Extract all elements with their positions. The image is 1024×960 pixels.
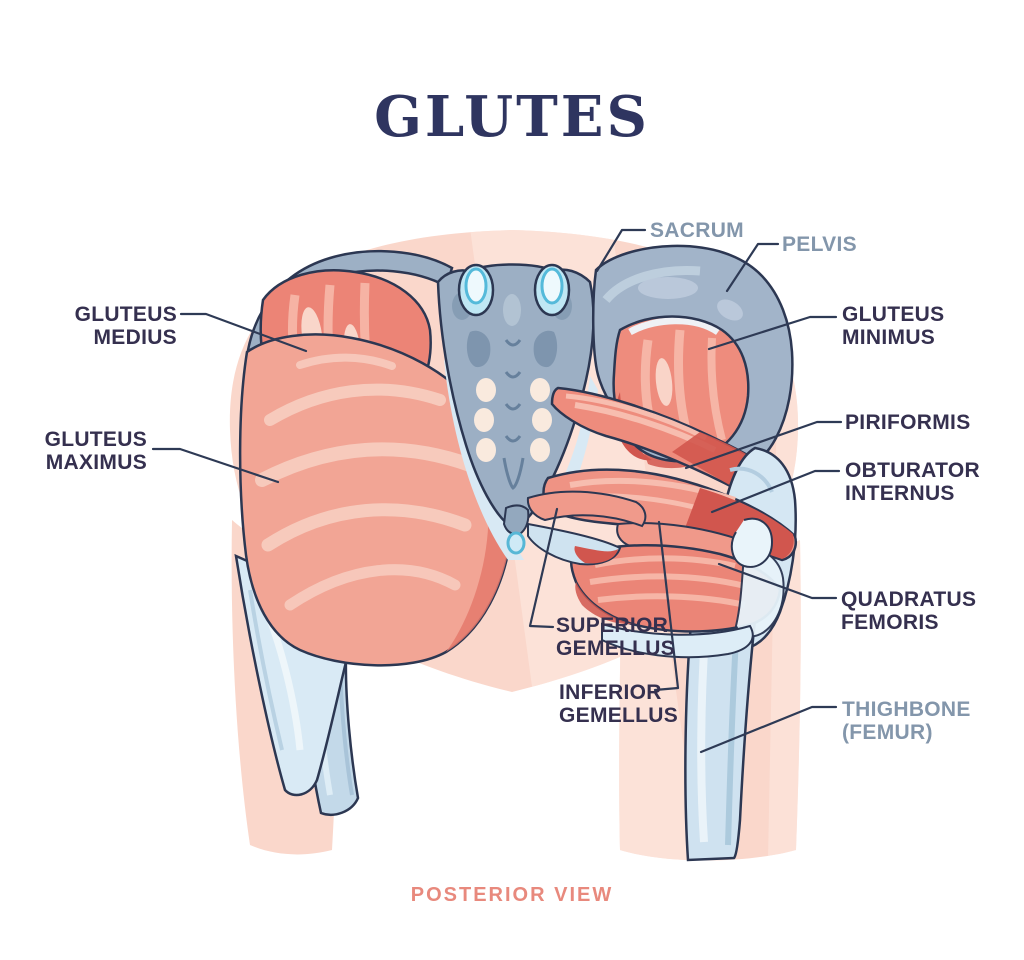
label-gluteus-minimus: GLUTEUS MINIMUS <box>842 303 944 349</box>
posterior-view-caption: POSTERIOR VIEW <box>410 884 614 906</box>
label-pelvis-line1: PELVIS <box>782 233 857 256</box>
label-piriformis: PIRIFORMIS <box>845 411 971 434</box>
label-thighbone-femur-line2: (FEMUR) <box>842 721 933 744</box>
label-sacrum-line1: SACRUM <box>650 219 744 242</box>
leader-obturator-internus <box>710 469 841 514</box>
label-superior-gemellus-line1: SUPERIOR <box>556 614 669 637</box>
label-gluteus-maximus-line2: MAXIMUS <box>45 451 147 474</box>
label-thighbone-femur: THIGHBONE (FEMUR) <box>842 698 971 744</box>
label-gluteus-minimus-line2: MINIMUS <box>842 326 936 349</box>
label-quadratus-femoris-line1: QUADRATUS <box>841 588 977 611</box>
leader-piriformis <box>684 420 843 470</box>
label-gluteus-medius-line2: MEDIUS <box>93 326 177 349</box>
label-gluteus-medius: GLUTEUS MEDIUS <box>55 303 177 349</box>
leader-gluteus-medius <box>179 312 308 353</box>
label-gluteus-medius-line1: GLUTEUS <box>74 303 177 326</box>
label-superior-gemellus-line2: GEMELLUS <box>556 637 676 660</box>
leader-gluteus-minimus <box>707 315 838 351</box>
label-gluteus-maximus-line1: GLUTEUS <box>44 428 147 451</box>
leader-quadratus-femoris <box>717 562 838 600</box>
label-quadratus-femoris: QUADRATUS FEMORIS <box>841 588 976 634</box>
label-gluteus-minimus-line1: GLUTEUS <box>842 303 945 326</box>
label-gluteus-maximus: GLUTEUS MAXIMUS <box>25 428 147 474</box>
label-piriformis-line1: PIRIFORMIS <box>845 411 971 434</box>
label-thighbone-femur-line1: THIGHBONE <box>842 698 971 721</box>
label-obturator-internus-line1: OBTURATOR <box>845 459 980 482</box>
page-title: GLUTES <box>374 84 650 150</box>
leader-superior-gemellus <box>528 507 559 629</box>
label-superior-gemellus: SUPERIOR GEMELLUS <box>556 614 675 660</box>
leader-sacrum <box>595 228 647 273</box>
leader-lines <box>151 228 843 754</box>
label-inferior-gemellus-line1: INFERIOR <box>559 681 662 704</box>
right-pelvis-bone <box>591 244 794 473</box>
leader-thighbone <box>699 705 838 754</box>
label-quadratus-femoris-line2: FEMORIS <box>841 611 939 634</box>
label-obturator-internus: OBTURATOR INTERNUS <box>845 459 980 505</box>
label-inferior-gemellus: INFERIOR GEMELLUS <box>559 681 678 727</box>
label-sacrum: SACRUM <box>650 219 744 242</box>
label-inferior-gemellus-line2: GEMELLUS <box>559 704 679 727</box>
label-pelvis: PELVIS <box>782 233 857 256</box>
leader-inferior-gemellus <box>653 520 680 692</box>
leader-pelvis <box>725 242 780 293</box>
leader-gluteus-maximus <box>151 447 280 484</box>
label-obturator-internus-line2: INTERNUS <box>845 482 955 505</box>
sacrum-bone <box>436 263 595 555</box>
hip-fascia-sheen <box>601 517 785 659</box>
